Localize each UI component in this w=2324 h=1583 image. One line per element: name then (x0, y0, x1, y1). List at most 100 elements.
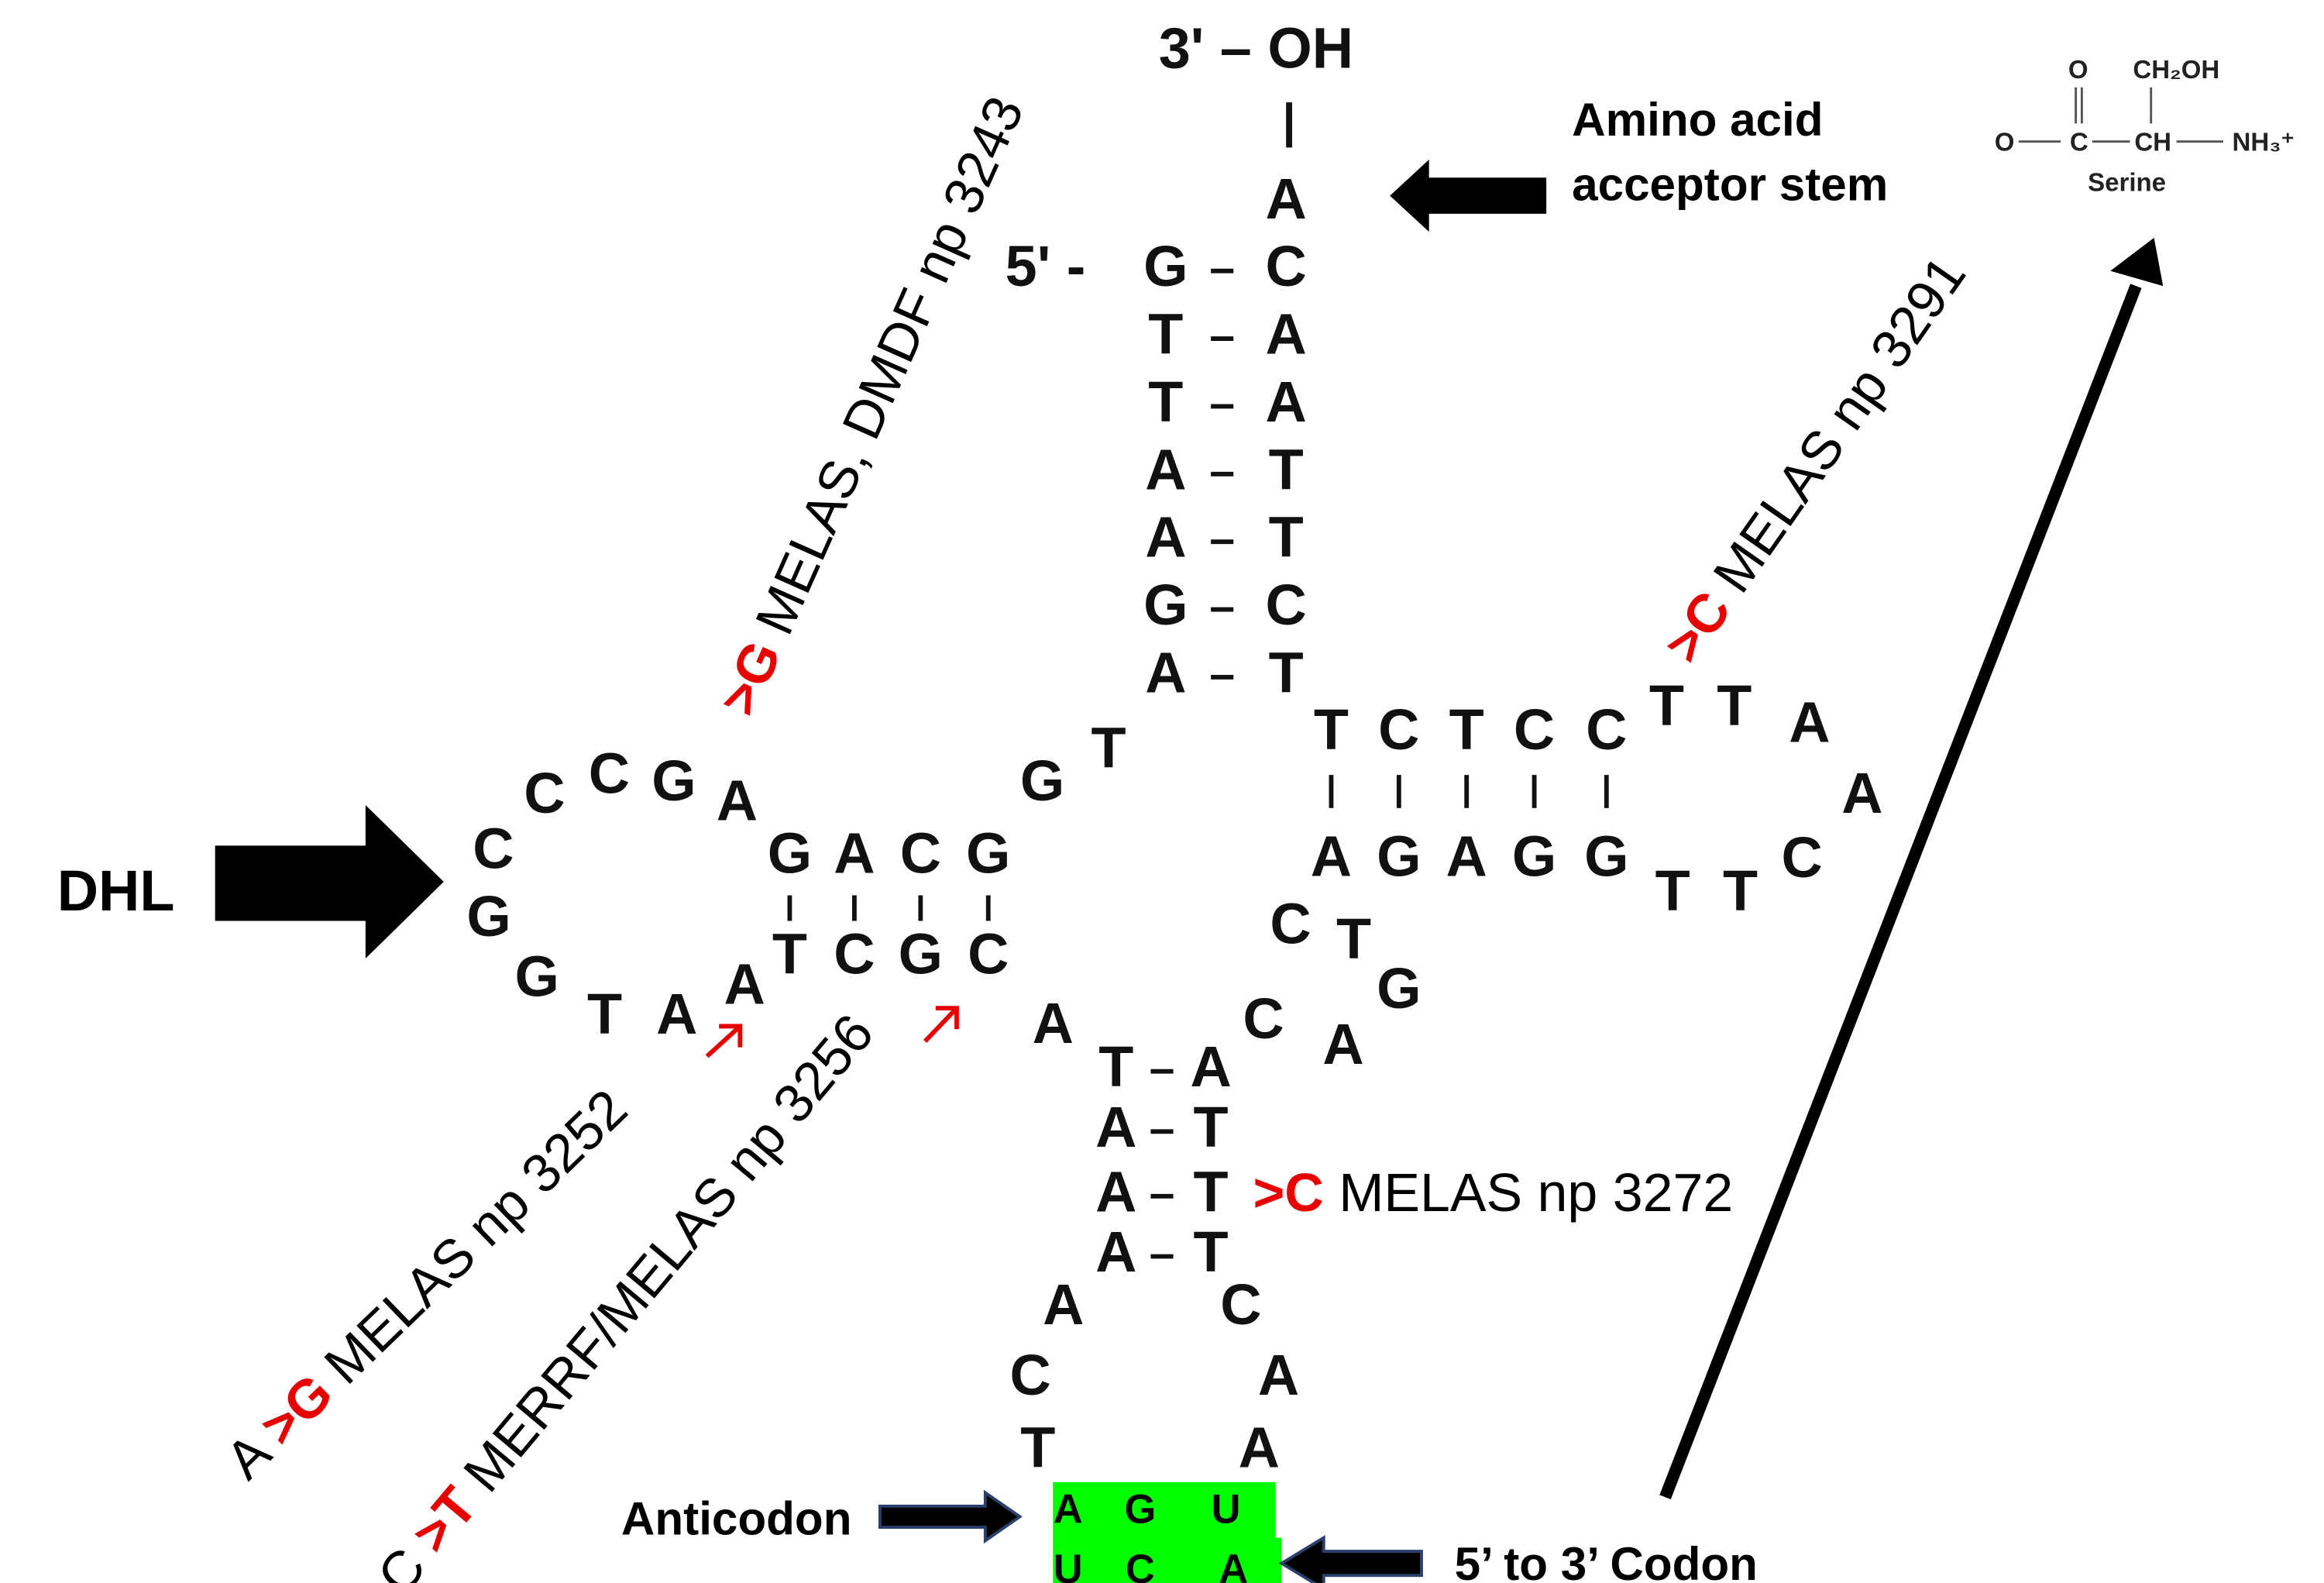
nucleotide-acceptor-5prime: G (1143, 573, 1188, 637)
acceptor-stem-label-1: Amino acid (1572, 94, 1823, 146)
nucleotide-variable: C (1243, 986, 1284, 1051)
nucleotide-acceptor-5prime: G (1143, 234, 1188, 298)
three-prime-oh: 3' – OH (1159, 16, 1353, 81)
nucleotide-t-arm-top: C (1586, 697, 1627, 762)
nucleotide-acceptor-5prime: T (1148, 302, 1183, 366)
nucleotide-t-loop: T (1649, 673, 1684, 738)
nucleotide-d-arm-bottom: T (772, 922, 807, 986)
nucleotide-d-arm-top: G (966, 821, 1010, 885)
nucleotide-ac-loop: A (1043, 1272, 1084, 1337)
dhl-arrow (215, 804, 444, 959)
nucleotide-t-arm-top: T (1314, 697, 1349, 762)
serine-ch: CH (2134, 127, 2171, 156)
nucleotide-ac-stem-5prime: A (1095, 1159, 1136, 1223)
nucleotide-t-arm-top: T (1449, 697, 1484, 762)
nucleotide-d-arm-top: C (900, 821, 941, 885)
nucleotide-t-loop: T (1655, 859, 1690, 923)
mutation-3272: >C MELAS np 3272 (1253, 1162, 1733, 1223)
nucleotide-acceptor-5prime: T (1148, 370, 1183, 434)
acceptor-stem-arrow (1390, 159, 1547, 232)
nucleotide-t-arm-bottom: A (1446, 824, 1487, 888)
codon-arrow (1278, 1535, 1423, 1583)
nucleotide-ac-loop: A (1239, 1415, 1280, 1479)
nucleotide-d-arm-bottom: C (968, 922, 1009, 986)
nucleotide-t-loop: C (1782, 825, 1823, 890)
serine-c: C (2070, 127, 2089, 156)
nucleotide-d-loop: G (466, 884, 511, 948)
mutation-3252: A >G MELAS np 3252 (215, 1078, 639, 1491)
nucleotide-t-arm-bottom: G (1512, 824, 1556, 888)
nucleotide-d-loop: C (524, 761, 565, 825)
five-prime-label: 5' - (1006, 234, 1086, 298)
nucleotide-t-loop: T (1723, 859, 1758, 923)
nucleotide-acceptor-3prime: A (1266, 167, 1307, 231)
anticodon-label: Anticodon (621, 1493, 852, 1545)
nucleotide-ac-stem-3prime: T (1194, 1220, 1229, 1284)
nucleotide-ac-loop: C (1009, 1343, 1050, 1407)
nucleotide-d-loop: G (651, 748, 696, 813)
nucleotide-ac-stem-3prime: T (1194, 1095, 1229, 1159)
nucleotide-t-arm-bottom: G (1584, 824, 1628, 888)
nucleotide-variable: T (1336, 907, 1371, 971)
nucleotide-ac-stem-3prime: T (1194, 1159, 1229, 1223)
codon-letter: A (1219, 1547, 1248, 1583)
nucleotide-acceptor-5prime: A (1145, 640, 1186, 704)
codon-letter: C (1126, 1547, 1155, 1583)
codon-label: 5’ to 3’ Codon (1455, 1538, 1758, 1583)
nucleotide-d-loop: C (589, 742, 630, 806)
codon-letter: U (1054, 1547, 1083, 1583)
nucleotide-ac-stem-5prime: A (1095, 1220, 1136, 1284)
nucleotide-t-loop: T (1717, 673, 1752, 738)
serine-ch2oh: CH₂OH (2133, 55, 2219, 84)
acceptor-stem-label-2: acceptor stem (1572, 158, 1888, 210)
nucleotide-ac-loop: T (1020, 1415, 1055, 1479)
nucleotide-ac-stem-3prime: A (1190, 1034, 1231, 1099)
nucleotide-ac-loop: A (1258, 1343, 1299, 1407)
nucleotide-acceptor-5prime: A (1145, 437, 1186, 501)
nucleotide-acceptor-3prime: T (1269, 437, 1304, 501)
anticodon-letter: G (1124, 1487, 1156, 1532)
nucleotide-acceptor-3prime: A (1266, 302, 1307, 366)
mutation-pointer-arrows (705, 1006, 959, 1058)
dhl-label: DHL (57, 859, 175, 923)
nucleotide-acceptor-3prime: A (1266, 370, 1307, 434)
nucleotide-t-loop: A (1789, 690, 1830, 754)
nucleotide-d-arm-top: G (768, 821, 812, 885)
nucleotide-ac-loop: C (1220, 1272, 1261, 1337)
mutation-3243: >G MELAS, DMDF np 3243 (707, 88, 1035, 724)
serine-structure: O CH₂OH O C CH NH₃⁺ Serine (1995, 55, 2295, 197)
nucleotide-ac-stem-5prime: A (1095, 1095, 1136, 1159)
nucleotide-variable: C (1270, 892, 1311, 956)
nucleotide-d-loop: C (473, 817, 514, 881)
nucleotide-d-loop: G (515, 945, 559, 1009)
nucleotide-t-arm-top: C (1378, 697, 1419, 762)
long-arrow-head (2110, 237, 2164, 287)
nucleotide-t-arm-top: C (1514, 697, 1555, 762)
nucleotide-d-loop: A (724, 952, 765, 1016)
nucleotide-variable: A (1322, 1012, 1363, 1076)
nucleotide-junction: T (1092, 715, 1126, 779)
anticodon-letter: A (1054, 1487, 1083, 1532)
nucleotide-variable: G (1377, 956, 1421, 1020)
nucleotide-d-arm-top: A (834, 821, 875, 885)
nucleotide-acceptor-3prime: C (1266, 573, 1307, 637)
nucleotide-connector: A (1033, 991, 1074, 1055)
serine-name: Serine (2088, 168, 2166, 197)
nucleotide-t-loop: A (1841, 761, 1882, 825)
nucleotide-d-loop: T (587, 982, 622, 1046)
nucleotide-acceptor-3prime: T (1269, 505, 1304, 570)
anticodon-arrow (878, 1489, 1023, 1544)
serine-nh3: NH₃⁺ (2233, 127, 2295, 156)
base-pair-bonds (787, 268, 1609, 1259)
nucleotide-junction: G (1020, 748, 1064, 813)
nucleotide-acceptor-3prime: C (1266, 234, 1307, 298)
mutation-3291: >C MELAS np 3291 (1652, 246, 1977, 673)
anticodon-box (1053, 1481, 1282, 1583)
nucleotide-d-loop: A (717, 768, 758, 832)
long-arrow-shaft (1659, 284, 2142, 1499)
nucleotide-d-arm-bottom: G (899, 922, 943, 986)
nucleotide-d-loop: A (656, 982, 697, 1046)
